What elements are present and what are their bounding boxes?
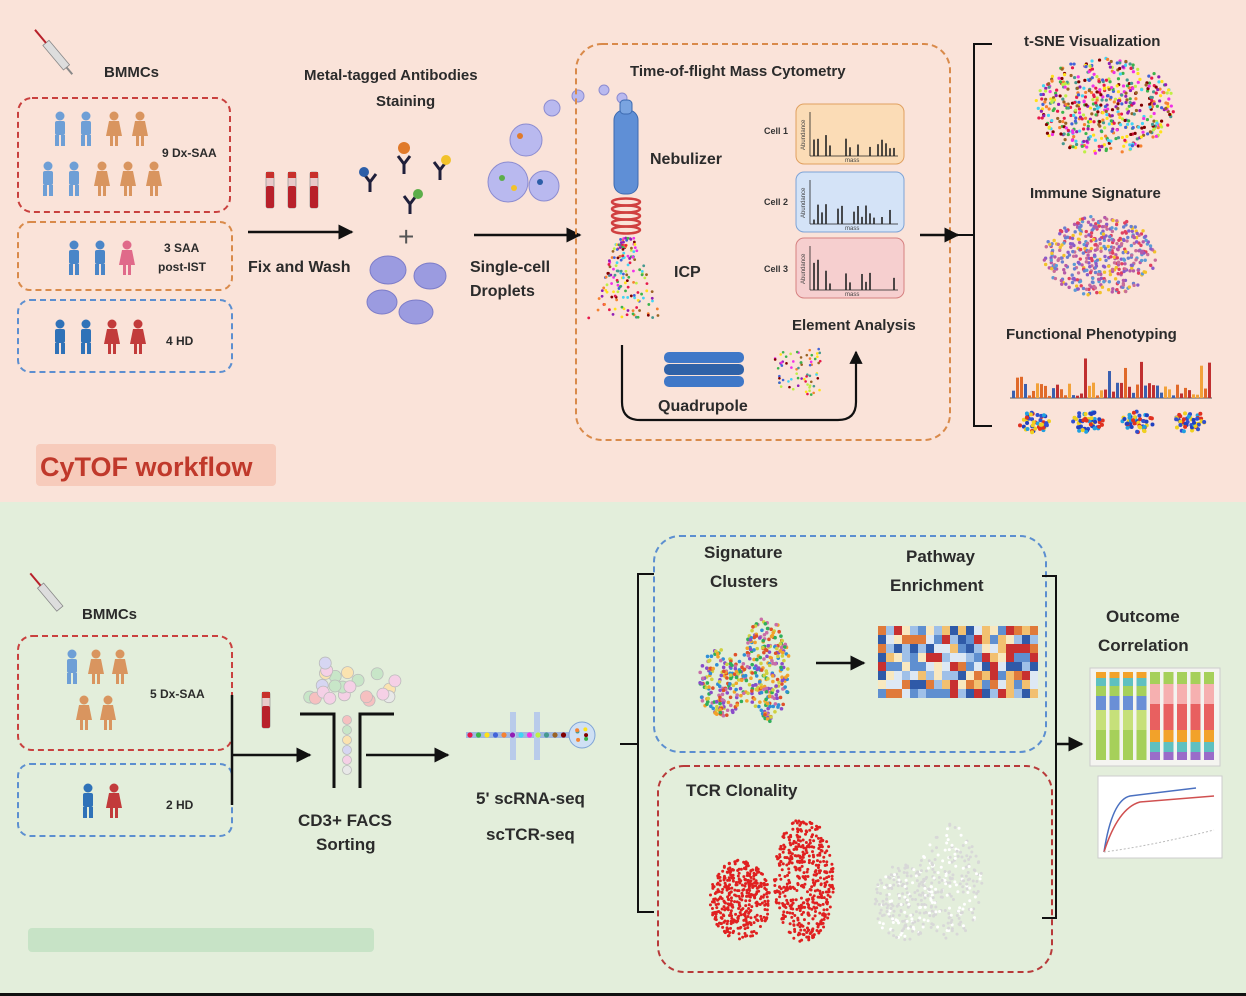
staining-label-line2: Staining xyxy=(376,93,435,110)
pathway-heatmap-icon xyxy=(878,626,1038,698)
bottom-syringe-icon xyxy=(29,572,64,612)
spectrum-2-xlabel: mass xyxy=(845,226,859,232)
tof-return-arrow xyxy=(620,345,863,422)
bottom-group-2-label: 2 HD xyxy=(166,798,194,812)
cells-icon xyxy=(366,255,447,325)
signature-label-line1: Signature xyxy=(704,543,782,562)
tsne-plot-icon xyxy=(1034,56,1175,155)
functional-bars-icon xyxy=(1010,358,1212,399)
bottom-output-bracket xyxy=(1042,575,1057,919)
bottom-blood-tube-icon xyxy=(261,691,271,729)
tcr-box xyxy=(657,765,1053,973)
droplets-label-line2: Droplets xyxy=(470,283,535,300)
cytof-workflow-label: CyTOF workflow xyxy=(40,452,254,482)
facs-label-line2: Sorting xyxy=(316,835,376,854)
tcr-clonality-plot-icon xyxy=(708,819,984,943)
bottom-decorative-strip xyxy=(28,928,374,952)
spectrum-1-xlabel: mass xyxy=(845,158,859,164)
immune-signature-label: Immune Signature xyxy=(1030,185,1161,202)
antibodies-icon xyxy=(359,142,451,216)
bottom-bmmcs-label: BMMCs xyxy=(82,606,137,623)
mixed-ions-icon xyxy=(773,347,822,396)
icp-coil-icon xyxy=(610,197,642,235)
spectrum-3-xlabel: mass xyxy=(845,292,859,298)
element-analysis-label: Element Analysis xyxy=(792,317,916,334)
tsne-label: t-SNE Visualization xyxy=(1024,33,1160,50)
top-bmmcs-label: BMMCs xyxy=(104,64,159,81)
top-panel-background xyxy=(0,0,1246,502)
ion-cloud-icon xyxy=(587,236,660,320)
functional-phenotyping-label: Functional Phenotyping xyxy=(1006,326,1177,343)
top-group-2-label-line2: post-IST xyxy=(158,260,207,274)
cell-1-label: Cell 1 xyxy=(764,126,788,136)
facs-funnel-icon xyxy=(300,712,394,788)
droplets-label-line1: Single-cell xyxy=(470,259,550,276)
top-output-bracket xyxy=(958,43,992,427)
signature-umap-icon xyxy=(698,617,791,724)
facs-beads-icon xyxy=(303,656,402,707)
plus-icon: + xyxy=(398,221,414,252)
spectrum-1-ylabel: Abundance xyxy=(801,119,807,150)
signature-box xyxy=(653,535,1047,753)
facs-label-line1: CD3+ FACS xyxy=(298,811,392,830)
tcr-label: TCR Clonality xyxy=(686,781,798,800)
outcome-survival-curve-icon xyxy=(1097,775,1223,859)
quadrupole-label: Quadrupole xyxy=(658,398,748,415)
cell-3-spectrum-box xyxy=(795,237,905,299)
blood-tubes-icon xyxy=(265,171,319,209)
top-group-2-label-line1: 3 SAA xyxy=(164,241,200,255)
seq-label-line2: scTCR-seq xyxy=(486,825,575,844)
pathway-label-line2: Enrichment xyxy=(890,576,984,595)
cell-2-spectrum-box xyxy=(795,171,905,233)
top-group-dx-saa-box xyxy=(17,97,231,213)
icp-label: ICP xyxy=(674,264,701,281)
top-group-1-label: 9 Dx-SAA xyxy=(162,146,217,160)
droplets-icon xyxy=(487,84,628,203)
staining-label-line1: Metal-tagged Antibodies xyxy=(304,67,478,84)
top-group-3-label: 4 HD xyxy=(166,334,194,348)
outcome-stacked-bars-icon xyxy=(1089,667,1221,767)
cell-1-spectrum-box xyxy=(795,103,905,165)
bottom-border-line xyxy=(0,993,1246,996)
spectrum-2-ylabel: Abundance xyxy=(801,187,807,218)
bottom-panel-background xyxy=(0,502,1246,996)
bottom-merge-arrow xyxy=(230,695,310,805)
cell-2-label: Cell 2 xyxy=(764,197,788,207)
fix-wash-label: Fix and Wash xyxy=(248,259,351,276)
seq-label-line1: 5' scRNA-seq xyxy=(476,789,585,808)
cytof-workflow-highlight xyxy=(36,444,276,486)
outcome-label-line2: Correlation xyxy=(1098,636,1189,655)
bottom-analysis-bracket xyxy=(620,573,654,913)
bottom-group-dx-saa-box xyxy=(17,635,233,751)
top-group-post-ist-box xyxy=(17,221,233,291)
tof-title: Time-of-flight Mass Cytometry xyxy=(630,63,846,80)
nebulizer-label: Nebulizer xyxy=(650,151,722,168)
outcome-label-line1: Outcome xyxy=(1106,607,1180,626)
bottom-group-1-label: 5 Dx-SAA xyxy=(150,687,205,701)
quadrupole-icon xyxy=(664,352,744,387)
spectrum-peaks xyxy=(809,112,898,291)
top-group-hd-box xyxy=(17,299,233,373)
functional-heat-blobs-icon xyxy=(1018,409,1207,435)
spectrum-3-ylabel: Abundance xyxy=(801,253,807,284)
cell-3-label: Cell 3 xyxy=(764,264,788,274)
facs-sorted-cells-icon xyxy=(342,715,352,775)
pathway-label-line1: Pathway xyxy=(906,547,976,566)
immune-signature-plot-icon xyxy=(1042,214,1157,297)
nebulizer-icon xyxy=(613,99,639,195)
droplet-sequencing-icon xyxy=(466,712,596,760)
syringe-icon xyxy=(34,29,74,75)
signature-label-line2: Clusters xyxy=(710,572,778,591)
